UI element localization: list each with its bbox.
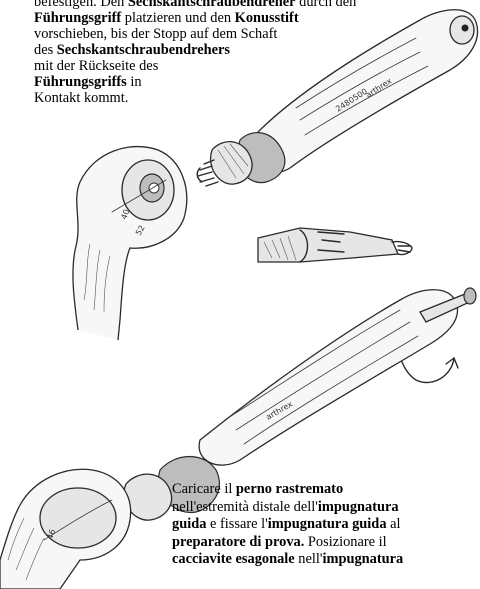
de-line-1-b: Sechskantschraubendreher — [128, 0, 296, 10]
de-line-1-a: befestigen. Den — [34, 0, 128, 10]
de-line-4-a: des — [34, 42, 57, 58]
de-line-4-b: Sechskantschraubendrehers — [57, 42, 230, 58]
de-line-6-a: Führungsgriffs — [34, 74, 127, 90]
it-line-3-c: impugnatura guida — [268, 516, 387, 532]
it-line-1-b: perno rastremato — [236, 481, 343, 497]
de-line-2: Führungsgriff platzieren und den Konusst… — [34, 10, 474, 26]
taper-pin-cutaway — [258, 228, 412, 262]
de-line-4: des Sechskantschraubendrehers — [34, 42, 474, 58]
german-instructions: befestigen. Den Sechskantschraubendreher… — [34, 0, 474, 106]
it-line-3: guida e fissare l'impugnatura guida al — [172, 516, 477, 534]
it-line-1-a: Caricare il — [172, 481, 236, 497]
it-line-1: Caricare il perno rastremato — [172, 481, 477, 499]
de-line-1-c: durch den — [296, 0, 357, 10]
it-line-3-a: guida — [172, 516, 206, 532]
bottom-humerus-with-trial: 46 — [0, 469, 131, 589]
de-line-2-a: Führungsgriff — [34, 10, 121, 26]
it-line-2-b: impugnatura — [318, 499, 399, 515]
it-line-4-a: preparatore di prova. — [172, 534, 304, 550]
de-line-1: befestigen. Den Sechskantschraubendreher… — [34, 0, 474, 10]
de-line-6-b: in — [127, 74, 142, 90]
it-line-3-d: al — [387, 516, 401, 532]
it-line-2: nell'estremità distale dell'impugnatura — [172, 499, 477, 517]
it-line-2-a: nell'estremità distale dell' — [172, 499, 318, 515]
de-line-5: mit der Rückseite des — [34, 58, 474, 74]
italian-instructions: Caricare il perno rastremato nell'estrem… — [172, 481, 477, 569]
de-line-2-b: platzieren und den — [121, 10, 234, 26]
de-line-6: Führungsgriffs in — [34, 74, 474, 90]
it-line-4: preparatore di prova. Posizionare il — [172, 534, 477, 552]
it-line-5-b: nell' — [295, 551, 323, 567]
it-line-5-a: cacciavite esagonale — [172, 551, 295, 567]
it-line-3-b: e fissare l' — [206, 516, 267, 532]
it-line-5: cacciavite esagonale nell'impugnatura — [172, 551, 477, 569]
de-line-7: Kontakt kommt. — [34, 90, 474, 106]
top-humerus-with-trial: 40 52 — [73, 147, 187, 340]
it-line-4-b: Posizionare il — [304, 534, 386, 550]
de-line-2-c: Konusstift — [235, 10, 299, 26]
it-line-5-c: impugnatura — [322, 551, 403, 567]
de-line-3: vorschieben, bis der Stopp auf dem Schaf… — [34, 26, 474, 42]
